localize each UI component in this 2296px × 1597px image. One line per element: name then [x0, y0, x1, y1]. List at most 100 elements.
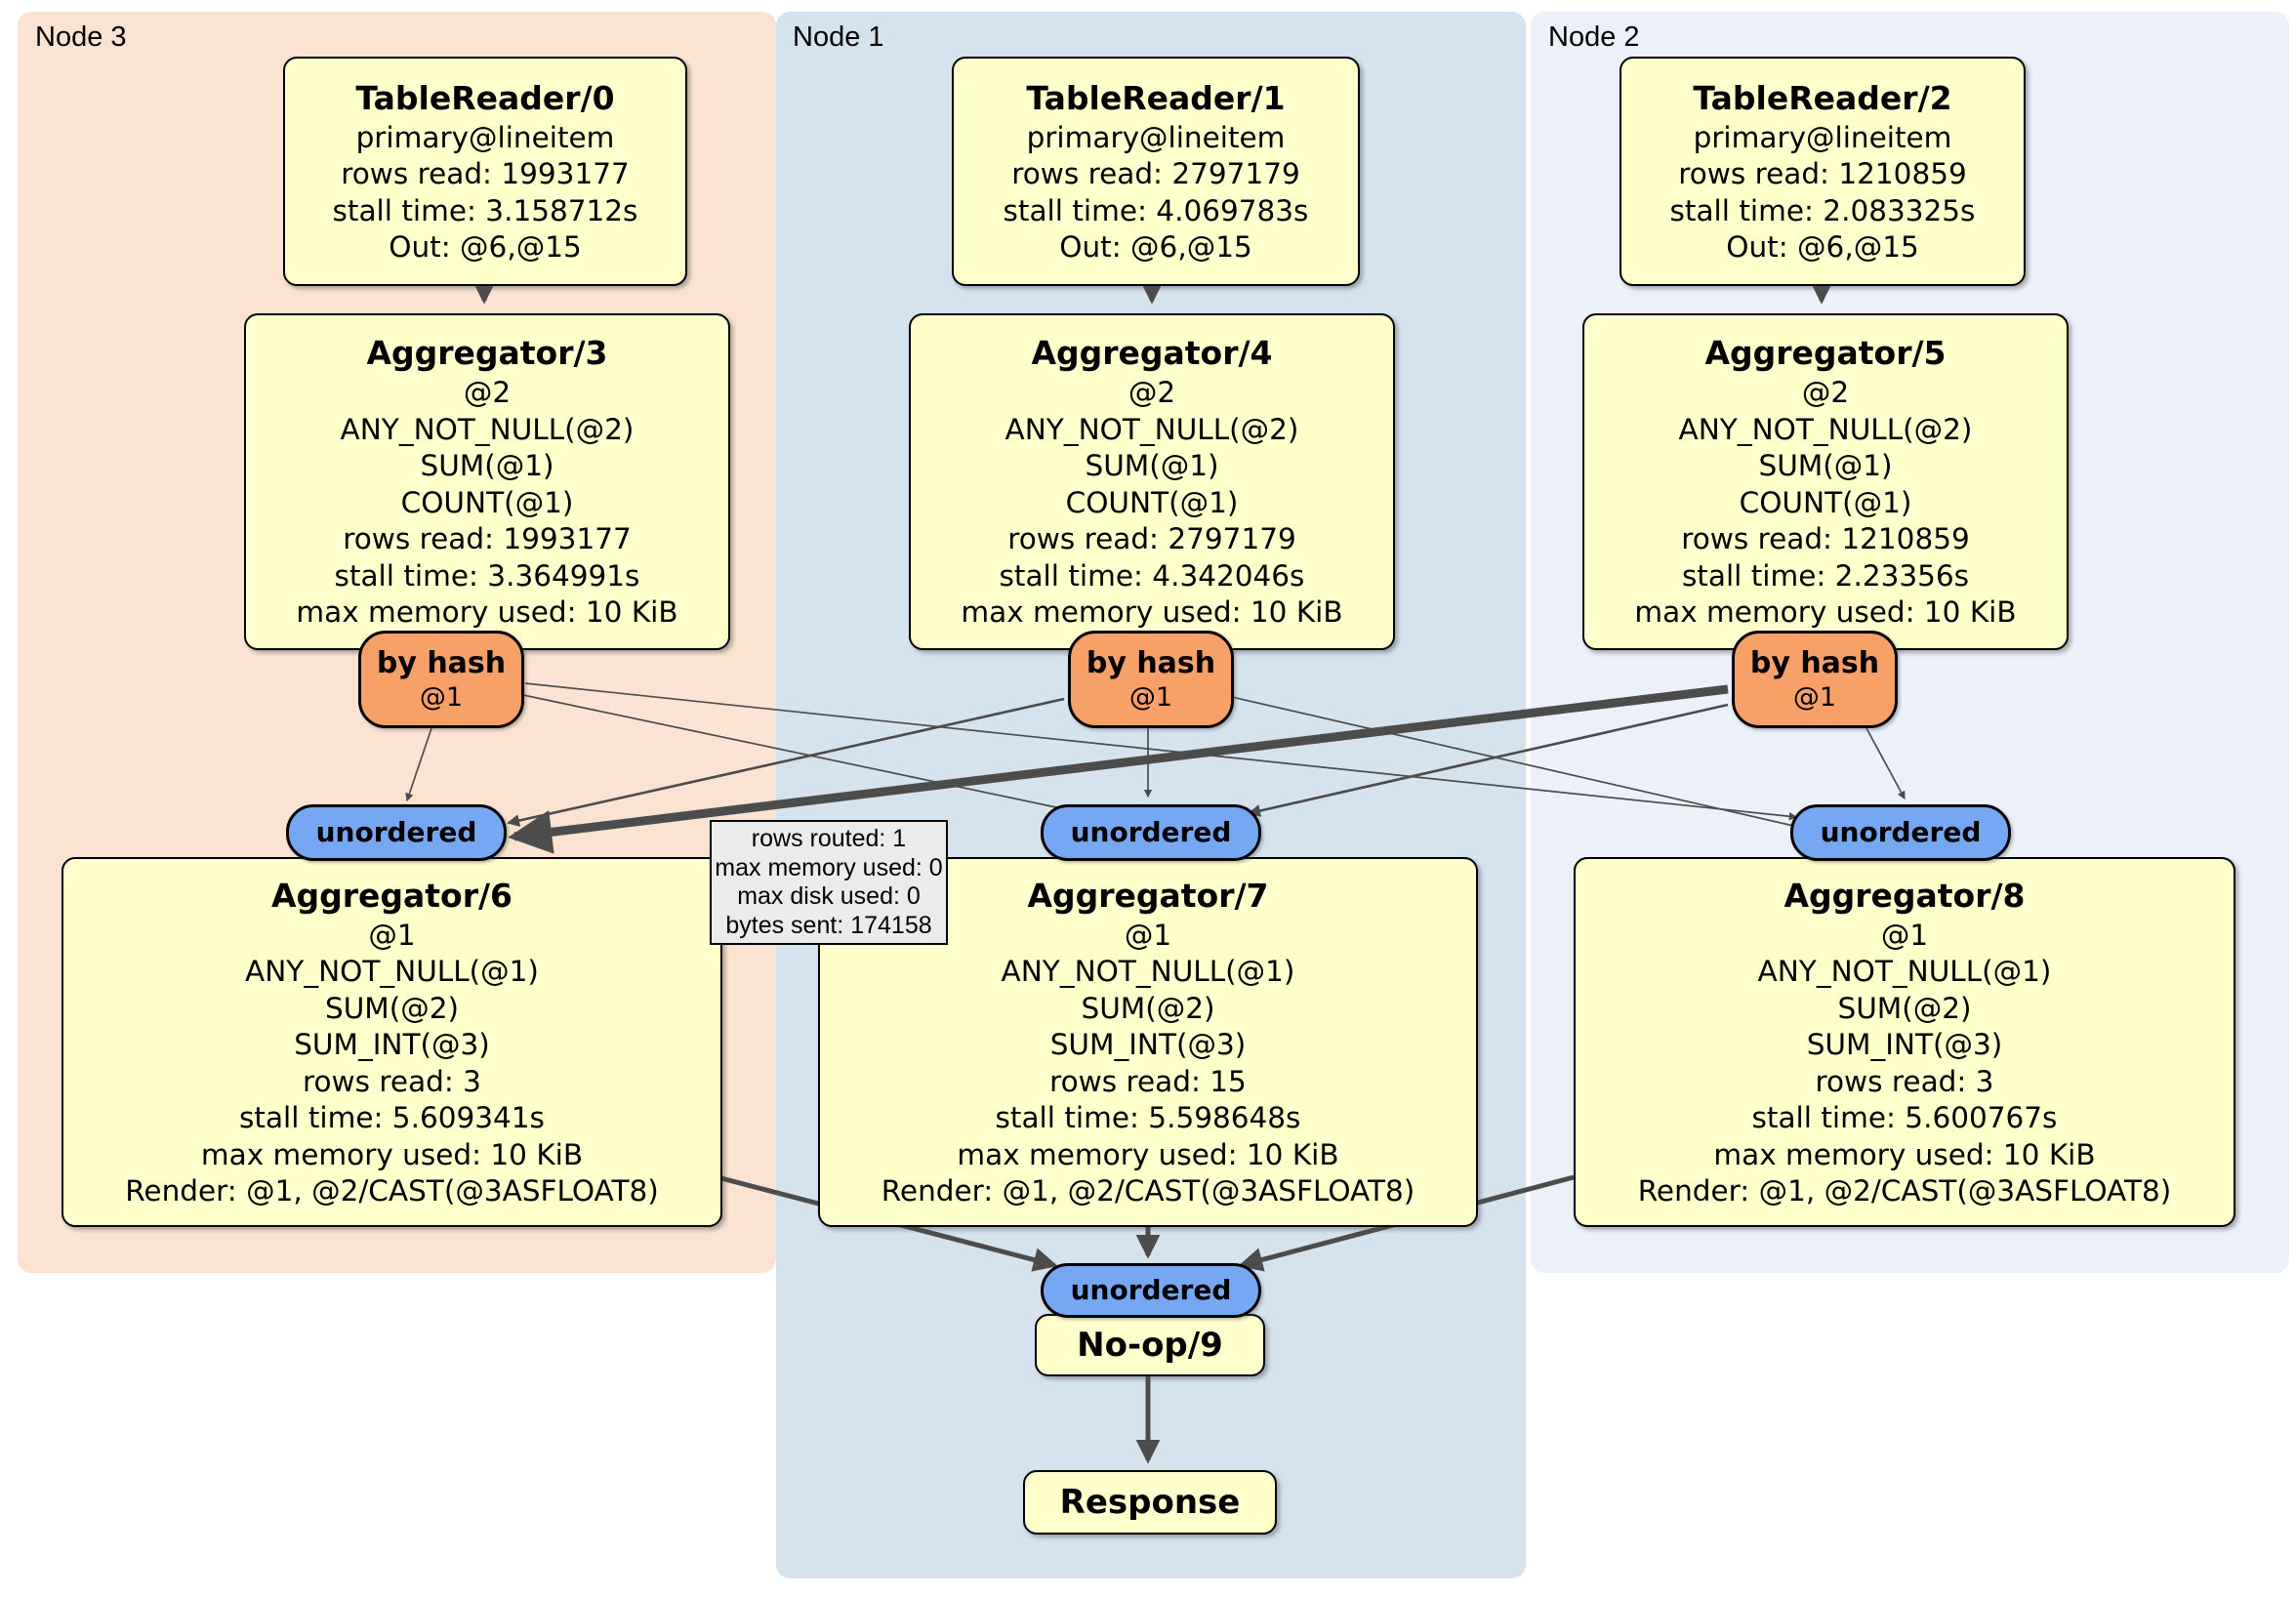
- processor-detail: max memory used: 10 KiB: [957, 1137, 1339, 1171]
- processor-detail: max memory used: 10 KiB: [1634, 595, 2017, 630]
- processor-detail: Render: @1, @2/CAST(@3ASFLOAT8): [881, 1174, 1415, 1208]
- edge-byhash-n2-unordered-n3[interactable]: [508, 684, 1729, 854]
- processor-aggregator8[interactable]: Aggregator/8 @1 ANY_NOT_NULL(@1) SUM(@2)…: [1574, 857, 2235, 1227]
- processor-noop9[interactable]: No-op/9: [1035, 1314, 1265, 1376]
- processor-detail: rows read: 3: [1815, 1064, 1994, 1098]
- sync-label: unordered: [1070, 1274, 1232, 1306]
- processor-detail: COUNT(@1): [400, 485, 574, 519]
- router-byhash-node2[interactable]: by hash @1: [1732, 631, 1898, 728]
- processor-detail: stall time: 2.23356s: [1681, 558, 1970, 593]
- processor-title: TableReader/0: [355, 78, 615, 117]
- router-label: by hash: [376, 646, 507, 680]
- processor-detail: Out: @6,@15: [1059, 230, 1252, 264]
- edge-byhash-n3-unordered-n2[interactable]: [524, 682, 1798, 821]
- edge-byhash-n2-unordered-n1[interactable]: [1248, 703, 1729, 817]
- processor-detail: stall time: 5.609341s: [239, 1101, 545, 1134]
- processor-aggregator3[interactable]: Aggregator/3 @2 ANY_NOT_NULL(@2) SUM(@1)…: [244, 313, 730, 650]
- sync-unordered-node2[interactable]: unordered: [1790, 804, 2011, 861]
- router-byhash-node3[interactable]: by hash @1: [358, 631, 524, 728]
- processor-detail: ANY_NOT_NULL(@2): [1678, 412, 1973, 446]
- processor-detail: SUM_INT(@3): [294, 1028, 490, 1061]
- processor-detail: ANY_NOT_NULL(@1): [245, 955, 539, 988]
- processor-detail: ANY_NOT_NULL(@2): [1004, 412, 1299, 446]
- processor-title: Aggregator/7: [1027, 876, 1269, 915]
- processor-title: Aggregator/5: [1704, 334, 1947, 373]
- edge-byhash-n1-unordered-n2[interactable]: [1231, 696, 1804, 831]
- processor-tablereader1[interactable]: TableReader/1 primary@lineitem rows read…: [952, 57, 1360, 286]
- processor-detail: SUM(@1): [420, 449, 554, 483]
- tooltip-line: rows routed: 1: [751, 825, 907, 852]
- sync-label: unordered: [315, 816, 477, 848]
- processor-aggregator5[interactable]: Aggregator/5 @2 ANY_NOT_NULL(@2) SUM(@1)…: [1582, 313, 2069, 650]
- processor-detail: max memory used: 10 KiB: [1713, 1137, 2096, 1171]
- sync-unordered-node1[interactable]: unordered: [1041, 804, 1261, 861]
- processor-title: No-op/9: [1077, 1326, 1223, 1365]
- processor-tablereader0[interactable]: TableReader/0 primary@lineitem rows read…: [283, 57, 687, 286]
- processor-detail: @2: [1801, 376, 1850, 410]
- processor-detail: stall time: 5.600767s: [1751, 1101, 2058, 1134]
- sync-unordered-final[interactable]: unordered: [1041, 1263, 1261, 1318]
- router-detail: @1: [1128, 682, 1173, 713]
- processor-detail: @1: [1124, 918, 1172, 952]
- processor-detail: COUNT(@1): [1739, 485, 1912, 519]
- processor-title: Aggregator/4: [1031, 334, 1273, 373]
- processor-aggregator7[interactable]: Aggregator/7 @1 ANY_NOT_NULL(@1) SUM(@2)…: [818, 857, 1478, 1227]
- edge-byhash-n1-unordered-n3[interactable]: [507, 697, 1065, 827]
- processor-detail: SUM(@2): [1837, 991, 1972, 1025]
- edge-byhash-n3-unordered-n1[interactable]: [522, 694, 1072, 813]
- processor-tablereader2[interactable]: TableReader/2 primary@lineitem rows read…: [1620, 57, 2026, 286]
- router-detail: @1: [419, 682, 464, 713]
- processor-title: TableReader/1: [1026, 78, 1286, 117]
- processor-detail: rows read: 1993177: [341, 157, 630, 190]
- processor-detail: SUM(@2): [1081, 991, 1215, 1025]
- router-detail: @1: [1792, 682, 1837, 713]
- panel-label-node3: Node 3: [35, 21, 127, 53]
- processor-title: Aggregator/6: [270, 876, 513, 915]
- sync-label: unordered: [1820, 816, 1982, 848]
- processor-detail: stall time: 2.083325s: [1669, 193, 1976, 227]
- processor-detail: Out: @6,@15: [389, 230, 582, 264]
- processor-detail: stall time: 3.158712s: [332, 193, 638, 227]
- processor-detail: primary@lineitem: [1693, 120, 1952, 154]
- processor-detail: rows read: 1210859: [1681, 522, 1970, 556]
- processor-detail: SUM_INT(@3): [1049, 1028, 1247, 1061]
- processor-detail: stall time: 4.069783s: [1003, 193, 1309, 227]
- processor-detail: rows read: 2797179: [1011, 157, 1300, 190]
- edge-byhash-n2-unordered-n2[interactable]: [1866, 727, 1906, 800]
- processor-detail: @1: [1880, 918, 1929, 952]
- processor-detail: ANY_NOT_NULL(@2): [340, 412, 635, 446]
- processor-detail: rows read: 3: [303, 1064, 481, 1098]
- processor-detail: primary@lineitem: [1026, 120, 1286, 154]
- processor-aggregator6[interactable]: Aggregator/6 @1 ANY_NOT_NULL(@1) SUM(@2)…: [62, 857, 722, 1227]
- tooltip-line: max memory used: 0: [715, 853, 943, 881]
- processor-detail: stall time: 4.342046s: [999, 558, 1305, 593]
- processor-detail: SUM(@1): [1758, 449, 1893, 483]
- processor-detail: Render: @1, @2/CAST(@3ASFLOAT8): [125, 1174, 659, 1208]
- edge-stats-tooltip: rows routed: 1 max memory used: 0 max di…: [710, 820, 948, 945]
- processor-title: Aggregator/8: [1784, 876, 2026, 915]
- processor-title: TableReader/2: [1693, 78, 1952, 117]
- processor-detail: ANY_NOT_NULL(@1): [1757, 955, 2052, 988]
- processor-detail: COUNT(@1): [1065, 485, 1239, 519]
- router-label: by hash: [1086, 646, 1216, 680]
- processor-detail: @2: [463, 376, 512, 410]
- router-label: by hash: [1749, 646, 1880, 680]
- sync-unordered-node3[interactable]: unordered: [286, 804, 507, 861]
- edge-byhash-n3-unordered-n3[interactable]: [405, 727, 432, 802]
- processor-detail: rows read: 1210859: [1678, 157, 1967, 190]
- processor-detail: SUM(@2): [324, 991, 460, 1025]
- processor-detail: SUM(@1): [1085, 449, 1219, 483]
- tooltip-line: bytes sent: 174158: [725, 911, 932, 939]
- processor-detail: SUM_INT(@3): [1806, 1028, 2003, 1061]
- processor-response[interactable]: Response: [1023, 1470, 1277, 1535]
- tooltip-line: max disk used: 0: [737, 882, 921, 910]
- processor-detail: Render: @1, @2/CAST(@3ASFLOAT8): [1637, 1174, 2172, 1208]
- processor-detail: rows read: 2797179: [1007, 522, 1296, 556]
- panel-label-node1: Node 1: [793, 21, 884, 53]
- processor-detail: stall time: 5.598648s: [995, 1101, 1301, 1134]
- processor-detail: primary@lineitem: [355, 120, 615, 154]
- router-byhash-node1[interactable]: by hash @1: [1068, 631, 1234, 728]
- processor-title: Response: [1059, 1483, 1241, 1522]
- processor-aggregator4[interactable]: Aggregator/4 @2 ANY_NOT_NULL(@2) SUM(@1)…: [909, 313, 1395, 650]
